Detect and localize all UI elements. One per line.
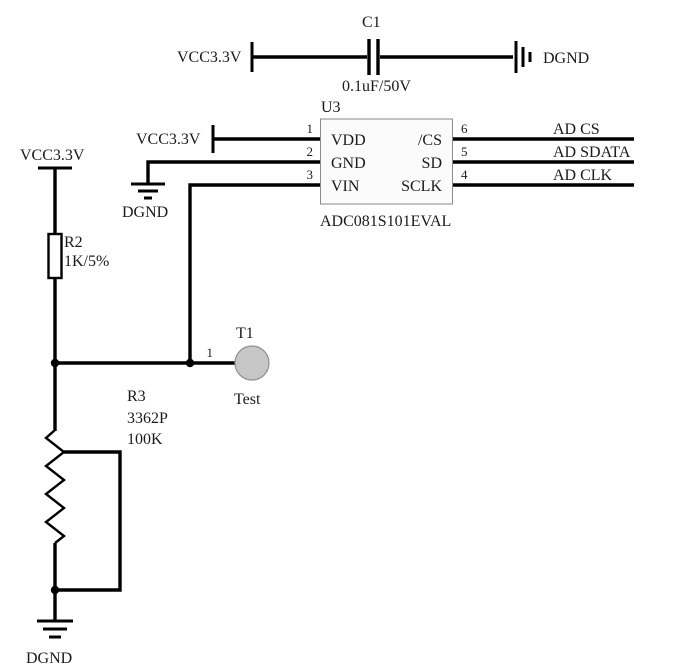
pin-name-vin: VIN: [331, 178, 360, 195]
pin-name-sd: SD: [422, 155, 442, 172]
c1-value-label: 0.1uF/50V: [342, 78, 411, 95]
pin-name-cs: /CS: [418, 132, 442, 149]
r3-ref-label: R3: [127, 388, 146, 405]
wire-pin2-gnd: [146, 160, 320, 184]
resistor-r2-body: [47, 232, 63, 280]
c1-section: C1 VCC3.3V DGND 0.1uF/50V: [177, 14, 589, 95]
u3-ref-label: U3: [321, 99, 341, 116]
pin-number-5: 5: [461, 144, 468, 159]
rail-dgnd-label: DGND: [26, 650, 72, 667]
wire-wiper-strap: [55, 450, 122, 592]
wire-pin3-vin: [188, 183, 320, 363]
r3-value-label: 100K: [127, 431, 163, 448]
u3-part-name-label: ADC081S101EVAL: [320, 213, 451, 230]
ic-body: [320, 118, 453, 205]
pin-name-vdd: VDD: [331, 132, 366, 149]
junction-dot: [50, 358, 60, 368]
net-label-vcc-pin1: VCC3.3V: [136, 131, 201, 148]
t1-ref-label: T1: [236, 325, 254, 342]
pin-name-sclk: SCLK: [401, 178, 442, 195]
net-label-ad-cs: AD CS: [553, 121, 600, 138]
net-label-ad-clk: AD CLK: [553, 167, 613, 184]
junction-dot: [50, 585, 60, 595]
c1-right-net-label: DGND: [543, 50, 589, 67]
pin-name-gnd: GND: [331, 155, 366, 172]
net-label-ad-sdata: AD SDATA: [553, 144, 631, 161]
potentiometer-r3-element: [44, 429, 66, 544]
rail-vcc-label: VCC3.3V: [20, 147, 85, 164]
pin-number-3: 3: [307, 167, 314, 182]
u3-section: U3 ADC081S101EVAL VDD GND VIN /CS SD SCL…: [122, 99, 634, 363]
r3-model-label: 3362P: [127, 410, 168, 427]
pin-number-2: 2: [307, 144, 314, 159]
r2-ref-label: R2: [64, 234, 83, 251]
pin-number-1: 1: [307, 121, 314, 136]
junction-dot: [185, 358, 195, 368]
pin-number-4: 4: [461, 167, 468, 182]
c1-left-net-label: VCC3.3V: [177, 49, 242, 66]
pin-number-6: 6: [461, 121, 468, 136]
divider-section: VCC3.3V R2 1K/5% T1 1 Test R3 3362P 100K: [20, 147, 270, 667]
c1-ref-label: C1: [362, 14, 381, 31]
r2-value-label: 1K/5%: [64, 253, 109, 270]
testpoint-t1-pad: [234, 345, 270, 381]
t1-test-label: Test: [234, 391, 261, 408]
t1-pin-number: 1: [207, 345, 214, 360]
net-label-dgnd-pin2: DGND: [122, 204, 168, 221]
